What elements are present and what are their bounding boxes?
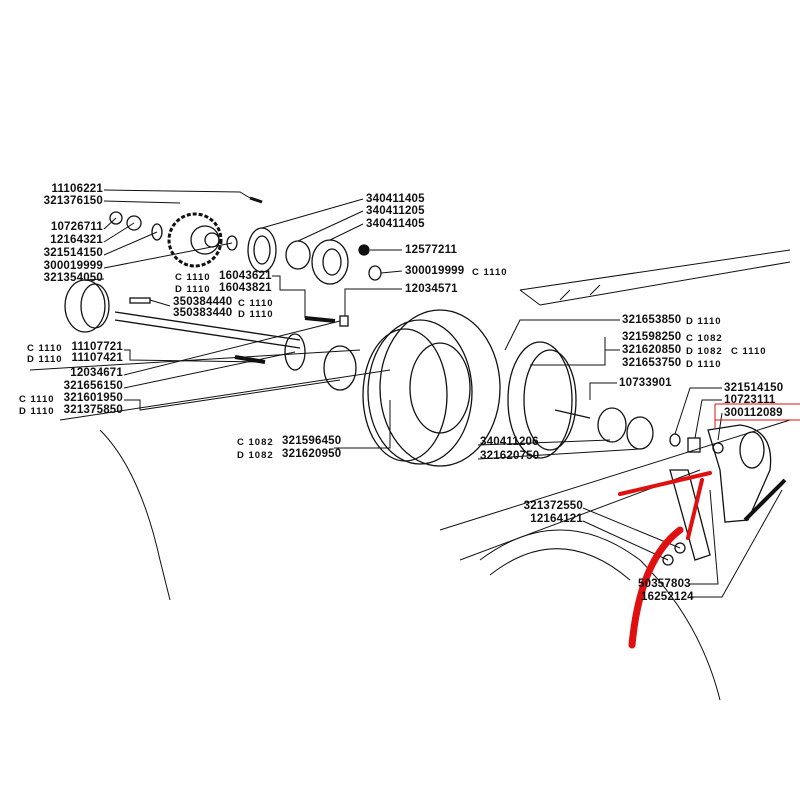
model-label: C 1110 xyxy=(238,298,274,309)
red-highlight-lines xyxy=(714,403,800,428)
part-label: 12034571 xyxy=(405,283,458,295)
model-label: C 1110 xyxy=(175,272,211,283)
part-label: 321620850 xyxy=(622,344,682,356)
bushing-part-inner xyxy=(80,283,110,329)
red-arrow-curve xyxy=(628,526,684,649)
hub-part xyxy=(284,333,306,371)
bolt-part xyxy=(234,355,266,364)
part-label: 321601950 xyxy=(63,392,123,404)
part-label: 321620750 xyxy=(480,450,540,462)
part-label: 321372550 xyxy=(523,500,583,512)
flange-part-inner xyxy=(322,248,342,276)
vehicle-body-outline xyxy=(29,249,791,701)
part-label: 340411405 xyxy=(366,218,425,230)
part-label: 300019999 xyxy=(43,260,103,272)
model-label: D 1110 xyxy=(686,316,722,327)
part-label: 10726711 xyxy=(50,221,103,233)
model-label: C 1110 xyxy=(27,343,63,354)
part-label: 340411206 xyxy=(480,436,539,448)
flange-part xyxy=(311,239,349,285)
part-label: 300112089 xyxy=(724,407,783,419)
model-label: D 1082 xyxy=(686,346,723,357)
part-label: 350384440 xyxy=(173,296,233,308)
hub-part xyxy=(323,345,357,391)
part-label: 12034671 xyxy=(70,367,123,379)
part-label: 321653850 xyxy=(622,314,682,326)
part-label: 321656150 xyxy=(63,380,123,392)
nut-part xyxy=(674,542,686,554)
part-label: 321598250 xyxy=(622,331,682,343)
bearing-part xyxy=(597,407,627,443)
model-label: D 1110 xyxy=(19,406,55,417)
model-label: C 1082 xyxy=(237,437,274,448)
key-part xyxy=(129,297,151,304)
model-label: C 1082 xyxy=(686,333,723,344)
nut-part xyxy=(358,244,370,256)
bearing-part xyxy=(285,240,311,270)
part-label: 11106221 xyxy=(51,183,103,195)
washer-part xyxy=(151,223,163,241)
lock-plate xyxy=(247,227,277,273)
part-label: 10733901 xyxy=(619,377,672,389)
nut-part xyxy=(662,554,674,566)
model-label: D 1110 xyxy=(238,309,274,320)
seal-part xyxy=(368,265,382,281)
bracket-part xyxy=(662,424,787,566)
model-label: D 1110 xyxy=(27,354,63,365)
shaft-part xyxy=(114,311,301,349)
part-label: 10723111 xyxy=(724,394,776,406)
part-label: 12164121 xyxy=(530,513,583,525)
part-label: 321596450 xyxy=(282,435,342,447)
part-label: 321620950 xyxy=(282,448,342,460)
leader-lines xyxy=(84,189,783,598)
model-label: C 1110 xyxy=(472,267,508,278)
nut-part xyxy=(126,215,142,231)
hub-flange xyxy=(507,341,591,459)
red-annotation xyxy=(618,403,800,649)
lock-plate-inner xyxy=(253,235,271,265)
bushing-part xyxy=(64,279,106,333)
part-label: 340411405 xyxy=(366,193,425,205)
part-label: 16043821 xyxy=(219,282,272,294)
model-label: D 1110 xyxy=(175,284,211,295)
part-label: 300019999 xyxy=(405,265,465,277)
part-label: 16043621 xyxy=(219,270,272,282)
washer-part xyxy=(669,433,681,447)
part-label: 11107721 xyxy=(71,341,123,353)
castle-nut-part xyxy=(687,437,701,453)
bearing-part xyxy=(626,416,654,450)
bolt-part xyxy=(304,316,336,323)
sprocket-gear xyxy=(167,212,223,268)
part-label: 321514150 xyxy=(724,382,784,394)
model-label: C 1110 xyxy=(19,394,55,405)
part-label: 16252124 xyxy=(641,591,694,603)
part-label: 321376150 xyxy=(43,195,103,207)
part-label: 12164321 xyxy=(50,234,103,246)
model-label: D 1110 xyxy=(686,359,722,370)
bolt-part xyxy=(249,196,263,204)
pulley-wheel xyxy=(362,309,501,467)
part-label: 321653750 xyxy=(622,357,682,369)
part-label: 340411205 xyxy=(366,205,425,217)
part-label: 321375850 xyxy=(63,404,123,416)
bolt-part xyxy=(743,478,787,522)
red-arrow-head xyxy=(618,471,712,540)
part-label: 11107421 xyxy=(71,352,123,364)
part-label: 50357803 xyxy=(638,578,691,590)
part-label: 12577211 xyxy=(405,244,458,256)
nut-part xyxy=(339,315,349,327)
nut-part xyxy=(109,211,123,225)
part-label: 350383440 xyxy=(173,307,233,319)
part-label: 321354050 xyxy=(43,272,103,284)
part-label: 321514150 xyxy=(43,247,103,259)
model-label: D 1082 xyxy=(237,450,274,461)
seal-part xyxy=(226,235,238,251)
strap-part xyxy=(669,469,711,561)
model-label: C 1110 xyxy=(731,346,767,357)
